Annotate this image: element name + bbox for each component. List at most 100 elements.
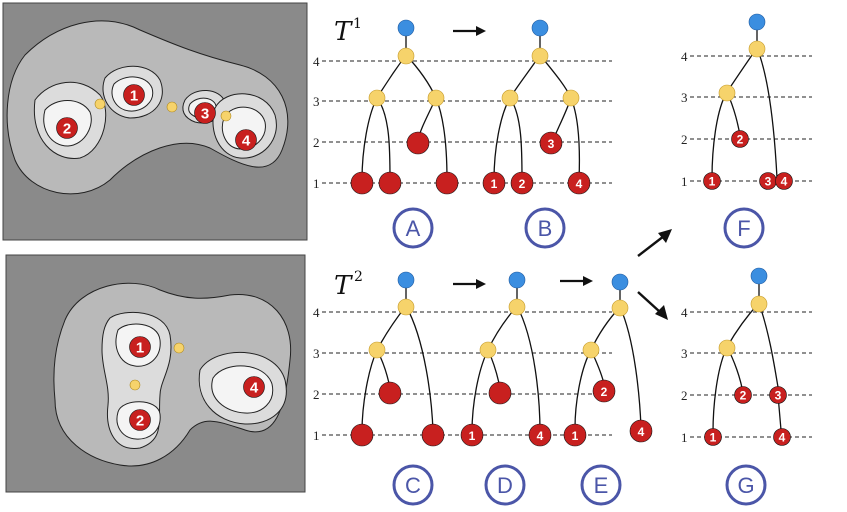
leaf-node xyxy=(435,171,459,195)
level-grid-bottom: 4 3 2 1 xyxy=(313,305,612,443)
root-node xyxy=(750,267,768,285)
level-label: 3 xyxy=(313,94,320,109)
saddle-node xyxy=(562,89,580,107)
map-peak-1: 1 xyxy=(123,84,145,106)
tree-d: 1 4 xyxy=(460,271,552,447)
svg-text:T: T xyxy=(334,271,353,301)
svg-text:4: 4 xyxy=(537,429,544,443)
arrow-icon xyxy=(453,279,486,289)
leaf-node: 2 xyxy=(734,386,752,404)
svg-text:1: 1 xyxy=(353,16,362,32)
svg-text:1: 1 xyxy=(491,177,498,191)
root-node xyxy=(397,19,415,37)
root-node xyxy=(748,13,766,31)
leaf-node: 2 xyxy=(731,130,749,148)
level-label: 2 xyxy=(681,132,688,147)
level-label: 1 xyxy=(681,174,688,189)
level-label: 4 xyxy=(313,54,320,69)
svg-text:1: 1 xyxy=(572,429,579,443)
saddle-dot xyxy=(129,379,141,391)
leaf-node: 3 xyxy=(759,172,777,190)
leaf-node: 2 xyxy=(592,379,616,403)
leaf-node: 3 xyxy=(769,386,787,404)
panel-badge-d: D xyxy=(484,464,526,506)
root-node xyxy=(397,271,415,289)
saddle-node xyxy=(397,298,415,316)
arrow-icon xyxy=(560,276,593,286)
svg-text:4: 4 xyxy=(638,425,645,439)
svg-text:4: 4 xyxy=(779,431,786,445)
svg-text:3: 3 xyxy=(201,106,209,123)
svg-text:1: 1 xyxy=(136,340,144,357)
svg-text:4: 4 xyxy=(250,380,259,397)
saddle-dot xyxy=(94,98,106,110)
saddle-node xyxy=(501,89,519,107)
saddle-node xyxy=(718,84,736,102)
leaf-node: 2 xyxy=(510,171,534,195)
leaf-node: 4 xyxy=(773,428,791,446)
svg-text:2: 2 xyxy=(354,269,363,285)
svg-text:2: 2 xyxy=(740,389,747,403)
leaf-node: 4 xyxy=(775,172,793,190)
map-peak-2: 2 xyxy=(129,409,151,431)
leaf-node: 4 xyxy=(629,419,653,443)
leaf-node: 3 xyxy=(539,131,563,155)
svg-text:B: B xyxy=(538,216,553,241)
saddle-dot xyxy=(173,342,185,354)
map-peak-4: 4 xyxy=(243,376,265,398)
level-label: 1 xyxy=(313,176,320,191)
title-t1: T 1 xyxy=(334,16,362,47)
svg-text:4: 4 xyxy=(781,175,788,189)
svg-text:3: 3 xyxy=(775,389,782,403)
svg-text:E: E xyxy=(594,473,609,498)
level-label: 3 xyxy=(681,90,688,105)
panel-badge-g: G xyxy=(725,464,767,506)
leaf-node: 1 xyxy=(704,428,722,446)
svg-text:T: T xyxy=(334,17,353,47)
saddle-node xyxy=(479,341,497,359)
panel-badge-c: C xyxy=(392,464,434,506)
map-peak-4: 4 xyxy=(235,129,257,151)
saddle-node xyxy=(397,47,415,65)
leaf-node: 1 xyxy=(460,423,484,447)
panel-badge-a: A xyxy=(392,207,434,249)
svg-text:A: A xyxy=(406,216,421,241)
tree-c xyxy=(350,271,445,447)
tree-b: 3 1 2 4 xyxy=(482,19,591,195)
saddle-node xyxy=(748,40,766,58)
level-label: 1 xyxy=(681,430,688,445)
leaf-node xyxy=(488,381,512,405)
contour-map-bottom: 1 2 4 xyxy=(5,254,306,493)
saddle-node xyxy=(531,47,549,65)
panel-badge-e: E xyxy=(580,464,622,506)
svg-text:2: 2 xyxy=(519,177,526,191)
level-label: 1 xyxy=(313,428,320,443)
svg-text:1: 1 xyxy=(469,429,476,443)
map-peak-1: 1 xyxy=(129,336,151,358)
panel-badge-f: F xyxy=(723,207,765,249)
level-label: 4 xyxy=(681,49,688,64)
level-label: 2 xyxy=(313,387,320,402)
leaf-node xyxy=(350,423,374,447)
svg-text:3: 3 xyxy=(765,175,772,189)
contour-map-top: 1 2 3 4 xyxy=(2,2,308,241)
level-label: 3 xyxy=(681,346,688,361)
svg-text:2: 2 xyxy=(737,133,744,147)
svg-text:4: 4 xyxy=(242,133,251,150)
saddle-dot xyxy=(220,110,232,122)
arrow-icon xyxy=(453,26,486,36)
leaf-node xyxy=(378,381,402,405)
map-peak-3: 3 xyxy=(194,102,216,124)
saddle-node xyxy=(750,295,768,313)
level-label: 4 xyxy=(681,305,688,320)
title-t2: T 2 xyxy=(334,269,363,301)
level-grid-top: 4 3 2 1 xyxy=(313,54,612,191)
leaf-node xyxy=(378,171,402,195)
saddle-node xyxy=(368,89,386,107)
saddle-node xyxy=(508,298,526,316)
svg-text:1: 1 xyxy=(710,431,717,445)
tree-a xyxy=(350,19,459,195)
saddle-node xyxy=(582,341,600,359)
svg-text:C: C xyxy=(405,473,421,498)
